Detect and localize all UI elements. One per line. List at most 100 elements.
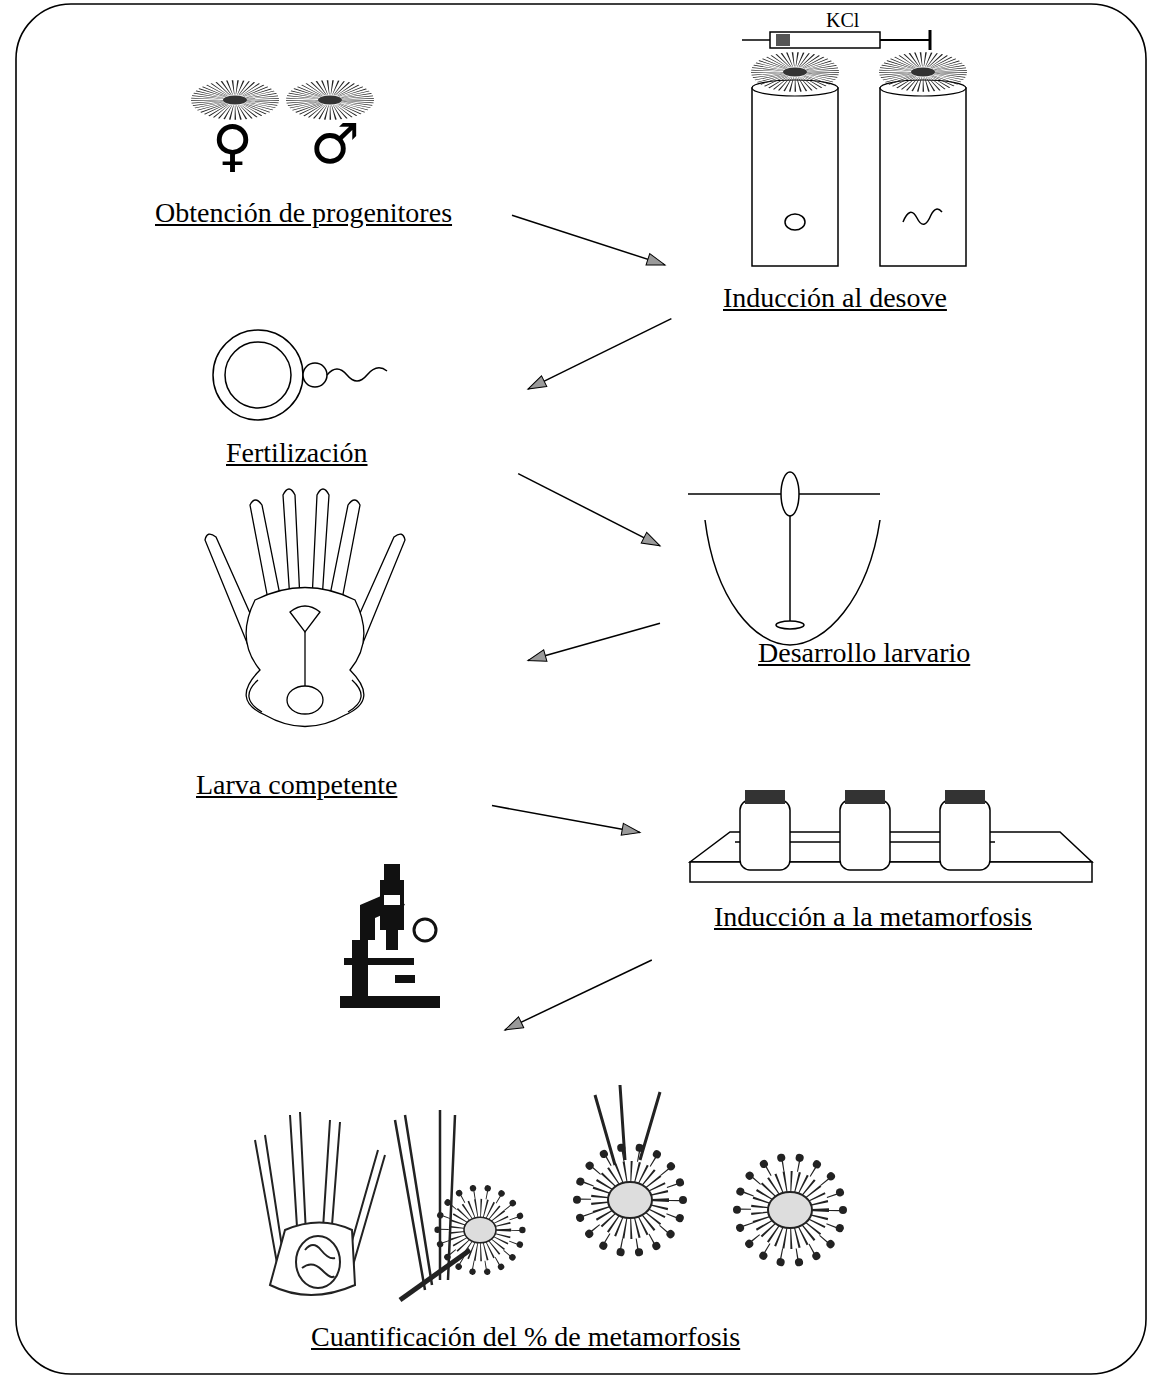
connector-group [492, 215, 671, 1030]
flow-arrow [528, 623, 660, 660]
larval-mouth [290, 606, 320, 632]
rudiment-coil [302, 1245, 335, 1277]
microscope-pillar [352, 940, 368, 996]
flow-arrow [505, 960, 652, 1030]
flow-arrow [528, 319, 671, 390]
larval-gut [304, 632, 305, 688]
juvenile-body [768, 1192, 812, 1228]
culture-bottle [740, 800, 790, 870]
microscope-eyepiece [384, 864, 400, 882]
syringe-plunger [880, 39, 930, 41]
sperm-head [303, 363, 327, 387]
urchin-body [911, 68, 935, 77]
step-title: Obtención de progenitores [155, 196, 452, 230]
juvenile-body [464, 1217, 496, 1243]
juvenile-spines [768, 1188, 812, 1232]
step-title: Larva competente [196, 768, 397, 802]
bottle-cap [945, 790, 985, 804]
flow-arrow [518, 474, 660, 546]
juvenile-spines [462, 1212, 497, 1247]
juvenile-urchin [737, 1157, 843, 1263]
step-title: Desarrollo larvario [758, 636, 970, 670]
juvenile-urchin [438, 1188, 523, 1273]
tube-feet-knobs [438, 1188, 523, 1273]
step-title: Fertilización [226, 436, 368, 470]
metamorphosis-stage-1 [255, 1112, 385, 1295]
urchin-spines [207, 87, 263, 112]
tube-feet-knobs [577, 1147, 683, 1253]
rudiment [296, 1236, 340, 1288]
metamorphosis-stage-3 [577, 1085, 683, 1253]
microscope-band [384, 895, 400, 905]
stirrer-motor [781, 472, 799, 516]
larval-body [246, 588, 364, 727]
ciliary-band [249, 680, 361, 712]
bottle-cap [745, 790, 785, 804]
urchin-spines [767, 59, 823, 84]
tube-feet-knobs [737, 1157, 843, 1263]
juvenile-urchin [577, 1147, 683, 1253]
metamorphosis-stage-2 [395, 1110, 522, 1300]
sperm-tail [327, 368, 387, 381]
pluteus-larva [205, 489, 405, 727]
beaker [752, 88, 838, 266]
flow-arrow [512, 215, 665, 265]
tube-feet [585, 1155, 675, 1245]
process-step: Cuantificación del % de metamorfosis [300, 1030, 820, 1365]
egg-outer [213, 330, 303, 420]
egg-symbol [785, 214, 805, 230]
culture-bottle [840, 800, 890, 870]
process-step: Inducción al desove [665, 10, 985, 319]
sperm-symbol [903, 209, 942, 224]
urchin-female [207, 87, 263, 112]
microscope-base [340, 996, 440, 1008]
larval-arm [312, 489, 329, 600]
larval-body [270, 1223, 355, 1296]
reagent-label: KCl [826, 10, 859, 30]
larval-rod [400, 1250, 470, 1300]
microscope-knob [414, 919, 436, 941]
tube-feet [444, 1194, 516, 1266]
female-symbol: ♀ [212, 118, 253, 174]
microscope-objective [386, 930, 398, 950]
flow-arrow [492, 806, 640, 833]
male-symbol: ♂ [310, 116, 360, 172]
urchin-male [302, 87, 358, 112]
juvenile-spines [608, 1178, 652, 1222]
stirrer-rod [789, 516, 791, 622]
process-step: Fertilización [200, 320, 528, 474]
urchin-spawning [767, 59, 823, 84]
syringe-seal [776, 34, 790, 46]
culture-bottle [940, 800, 990, 870]
juvenile-body [608, 1182, 652, 1218]
larval-stomach [287, 686, 323, 714]
bottle-cap [845, 790, 885, 804]
microscope-light [395, 975, 415, 983]
microscope-tube [380, 880, 404, 930]
urchin-body [318, 96, 342, 105]
process-step: Desarrollo larvario [660, 480, 1005, 674]
microscope-icon [340, 864, 440, 1008]
process-step: Larva competente [185, 478, 528, 806]
outer-frame [16, 4, 1146, 1374]
tube-feet [745, 1165, 835, 1255]
step-title: Cuantificación del % de metamorfosis [311, 1320, 740, 1354]
step-title: Inducción al desove [723, 281, 947, 315]
urchin-spines [302, 87, 358, 112]
urchin-body [783, 68, 807, 77]
microscope-stage [344, 958, 414, 965]
egg-inner [225, 342, 291, 408]
syringe-barrel [770, 32, 880, 48]
beaker [880, 88, 966, 266]
urchin-body [223, 96, 247, 105]
conical-flask [705, 520, 880, 645]
urchin-spawning [895, 59, 951, 84]
syringe-thumb [929, 30, 932, 50]
process-step: Inducción a la metamorfosis [640, 810, 1095, 960]
urchin-spines [895, 59, 951, 84]
step-title: Inducción a la metamorfosis [714, 900, 1032, 934]
larval-arm [283, 489, 300, 600]
metamorphosis-stage-4 [737, 1157, 843, 1263]
stirrer-paddle [776, 621, 804, 629]
